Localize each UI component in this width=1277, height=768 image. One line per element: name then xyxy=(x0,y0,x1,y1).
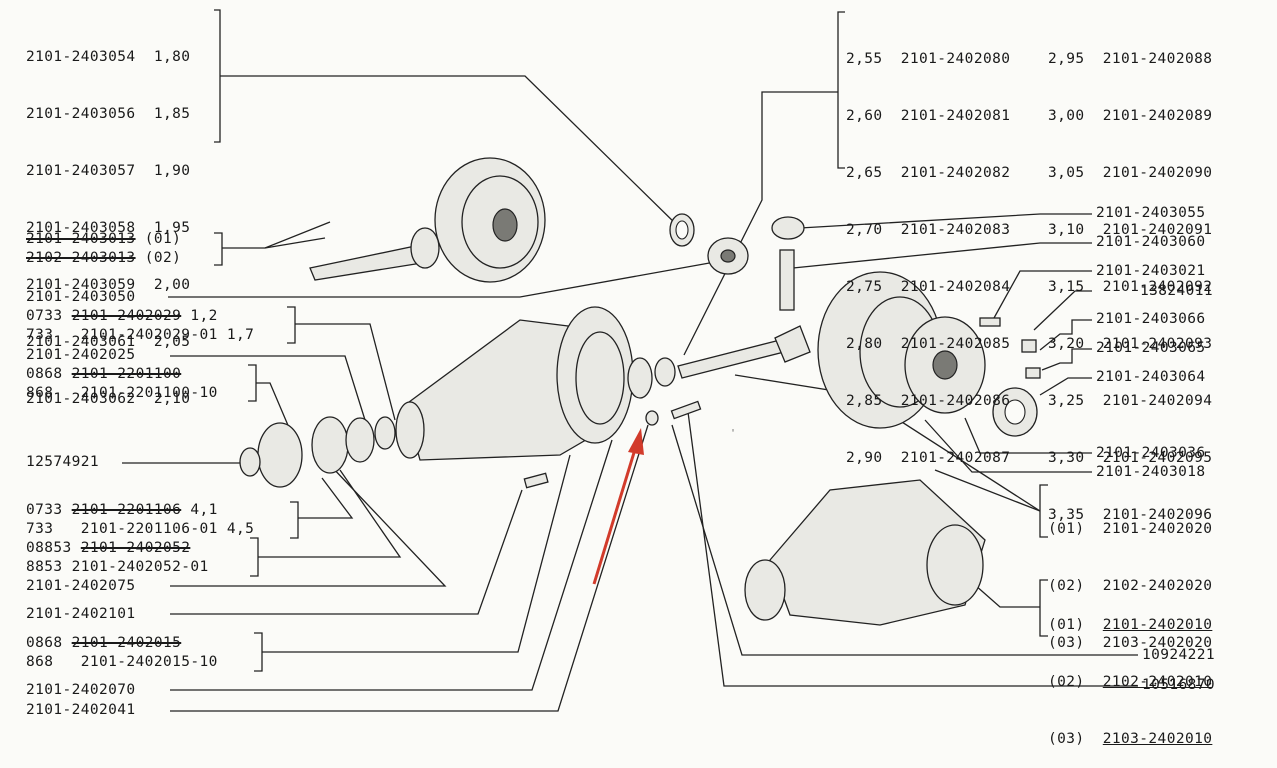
part-label-strike: 0868 2101-2402015 xyxy=(26,635,182,651)
assembly-variant: (03) 2103-2402010 xyxy=(1048,731,1213,747)
part-label: 868 2101-2402015-10 xyxy=(26,654,218,670)
shim-entry: 3,05 2101-2402090 xyxy=(1048,165,1213,181)
part-label: 733 2101-2201106-01 4,5 xyxy=(26,521,255,537)
drive-pinion-shaft xyxy=(677,325,811,379)
shim-entry: 2,75 2101-2402084 xyxy=(846,279,1011,295)
part-label: 2101-2403065 xyxy=(1096,340,1206,356)
part-label: 2101-2403060 xyxy=(1096,234,1206,250)
part-label: 13824011 xyxy=(1140,283,1214,299)
part-label-strike: 0733 2101-2201106 4,1 xyxy=(26,502,218,518)
shim-entry: 2101-2403054 1,80 xyxy=(26,49,191,65)
shim-ring xyxy=(669,213,695,247)
red-pointer-arrow xyxy=(592,428,644,585)
part-label: 10516870 xyxy=(1142,677,1216,693)
shim-list-right-col1: 2,55 2101-2402080 2,60 2101-2402081 2,65… xyxy=(846,12,1010,487)
shim-entry: 3,35 2101-2402096 xyxy=(1048,507,1213,523)
assembly-variant-list: (01) 2101-2402010 (02) 2102-2402010 (03)… xyxy=(1048,578,1212,768)
shim-list-right-col2: 2,95 2101-2402088 3,00 2101-2402089 3,05… xyxy=(1048,12,1212,544)
shim-entry: 3,00 2101-2402089 xyxy=(1048,108,1213,124)
part-label-strike: 0868 2101-2201100 xyxy=(26,366,182,382)
housing-variant-list: (01) 2101-2402020 (02) 2102-2402020 (03)… xyxy=(1048,482,1212,672)
housing-variant: (01) 2101-2402020 xyxy=(1048,521,1213,537)
part-label: 868 2101-2201100-10 xyxy=(26,385,218,401)
part-label: 2101-2403055 xyxy=(1096,205,1206,221)
part-label-strike: 0733 2101-2402029 1,2 xyxy=(26,308,218,324)
shim-entry: 2,85 2101-2402086 xyxy=(846,393,1011,409)
part-label: 2101-2403064 xyxy=(1096,369,1206,385)
flange-and-bearings xyxy=(239,357,676,488)
part-label: 2101-2402075 xyxy=(26,578,136,594)
shim-entry: 3,15 2101-2402092 xyxy=(1048,279,1213,295)
shim-entry: 3,20 2101-2402093 xyxy=(1048,336,1213,352)
shim-entry: 2,80 2101-2402085 xyxy=(846,336,1011,352)
part-label: 2101-2402025 xyxy=(26,347,136,363)
shim-entry: 2101-2403059 2,00 xyxy=(26,277,191,293)
shim-entry: 2,95 2101-2402088 xyxy=(1048,51,1213,67)
part-label: 2101-2403066 xyxy=(1096,311,1206,327)
assembly-variant: (02) 2102-2402010 xyxy=(1048,674,1213,690)
part-label: 2101-2402101 xyxy=(26,606,136,622)
axle-housing xyxy=(395,306,634,461)
svg-text:': ' xyxy=(730,428,736,439)
part-label: 2101-2403021 xyxy=(1096,263,1206,279)
leader-lines xyxy=(122,9,1138,712)
pinion-gear-small xyxy=(771,216,805,311)
housing-variant: (02) 2102-2402020 xyxy=(1048,578,1213,594)
shim-entry: 2,90 2101-2402087 xyxy=(846,450,1011,466)
shim-entry: 2101-2403062 2,10 xyxy=(26,391,191,407)
shim-entry: 2,55 2101-2402080 xyxy=(846,51,1011,67)
part-label: 8853 2101-2402052-01 xyxy=(26,559,209,575)
part-label: 733 2101-2402029-01 1,7 xyxy=(26,327,255,343)
assembled-axle xyxy=(744,479,986,626)
shim-entry: 2,60 2101-2402081 xyxy=(846,108,1011,124)
diagram-drawing: ' xyxy=(122,9,1138,712)
differential-carrier-right xyxy=(817,271,1041,437)
shim-entry: 2101-2403061 2,05 xyxy=(26,334,191,350)
housing-variant: (03) 2103-2402020 xyxy=(1048,635,1213,651)
side-gear xyxy=(707,237,749,275)
part-label: 2101-2403050 xyxy=(26,289,136,305)
shim-entry: 3,10 2101-2402091 xyxy=(1048,222,1213,238)
part-label: 2101-2403036 xyxy=(1096,445,1206,461)
shim-entry: 2101-2403057 1,90 xyxy=(26,163,191,179)
part-label: 2101-2402070 xyxy=(26,682,136,698)
shim-entry: 2,70 2101-2402083 xyxy=(846,222,1011,238)
part-label: 2101-2402041 xyxy=(26,702,136,718)
part-label: 2101-2403018 xyxy=(1096,464,1206,480)
shim-entry: 2101-2403058 1,95 xyxy=(26,220,191,236)
part-label: 10924221 xyxy=(1142,647,1216,663)
shim-entry: 3,25 2101-2402094 xyxy=(1048,393,1213,409)
part-label: 12574921 xyxy=(26,454,100,470)
gear-set-label-01: 2101-2403013 (01) xyxy=(26,231,182,247)
shim-entry: 2101-2403056 1,85 xyxy=(26,106,191,122)
ring-gear-assembly-left xyxy=(309,157,546,283)
shim-list-top-left: 2101-2403054 1,80 2101-2403056 1,85 2101… xyxy=(26,10,190,428)
exploded-diagram: ' 2101-2403054 1,80 2101-2403056 1,85 21… xyxy=(26,9,1216,747)
bolts xyxy=(523,317,1001,489)
shim-entry: 3,30 2101-2402095 xyxy=(1048,450,1213,466)
assembly-variant: (01) 2101-2402010 xyxy=(1048,617,1213,633)
gear-set-label-02: 2102-2403013 (02) xyxy=(26,250,182,266)
part-label-strike: 08853 2101-2402052 xyxy=(26,540,191,556)
shim-entry: 2,65 2101-2402082 xyxy=(846,165,1011,181)
